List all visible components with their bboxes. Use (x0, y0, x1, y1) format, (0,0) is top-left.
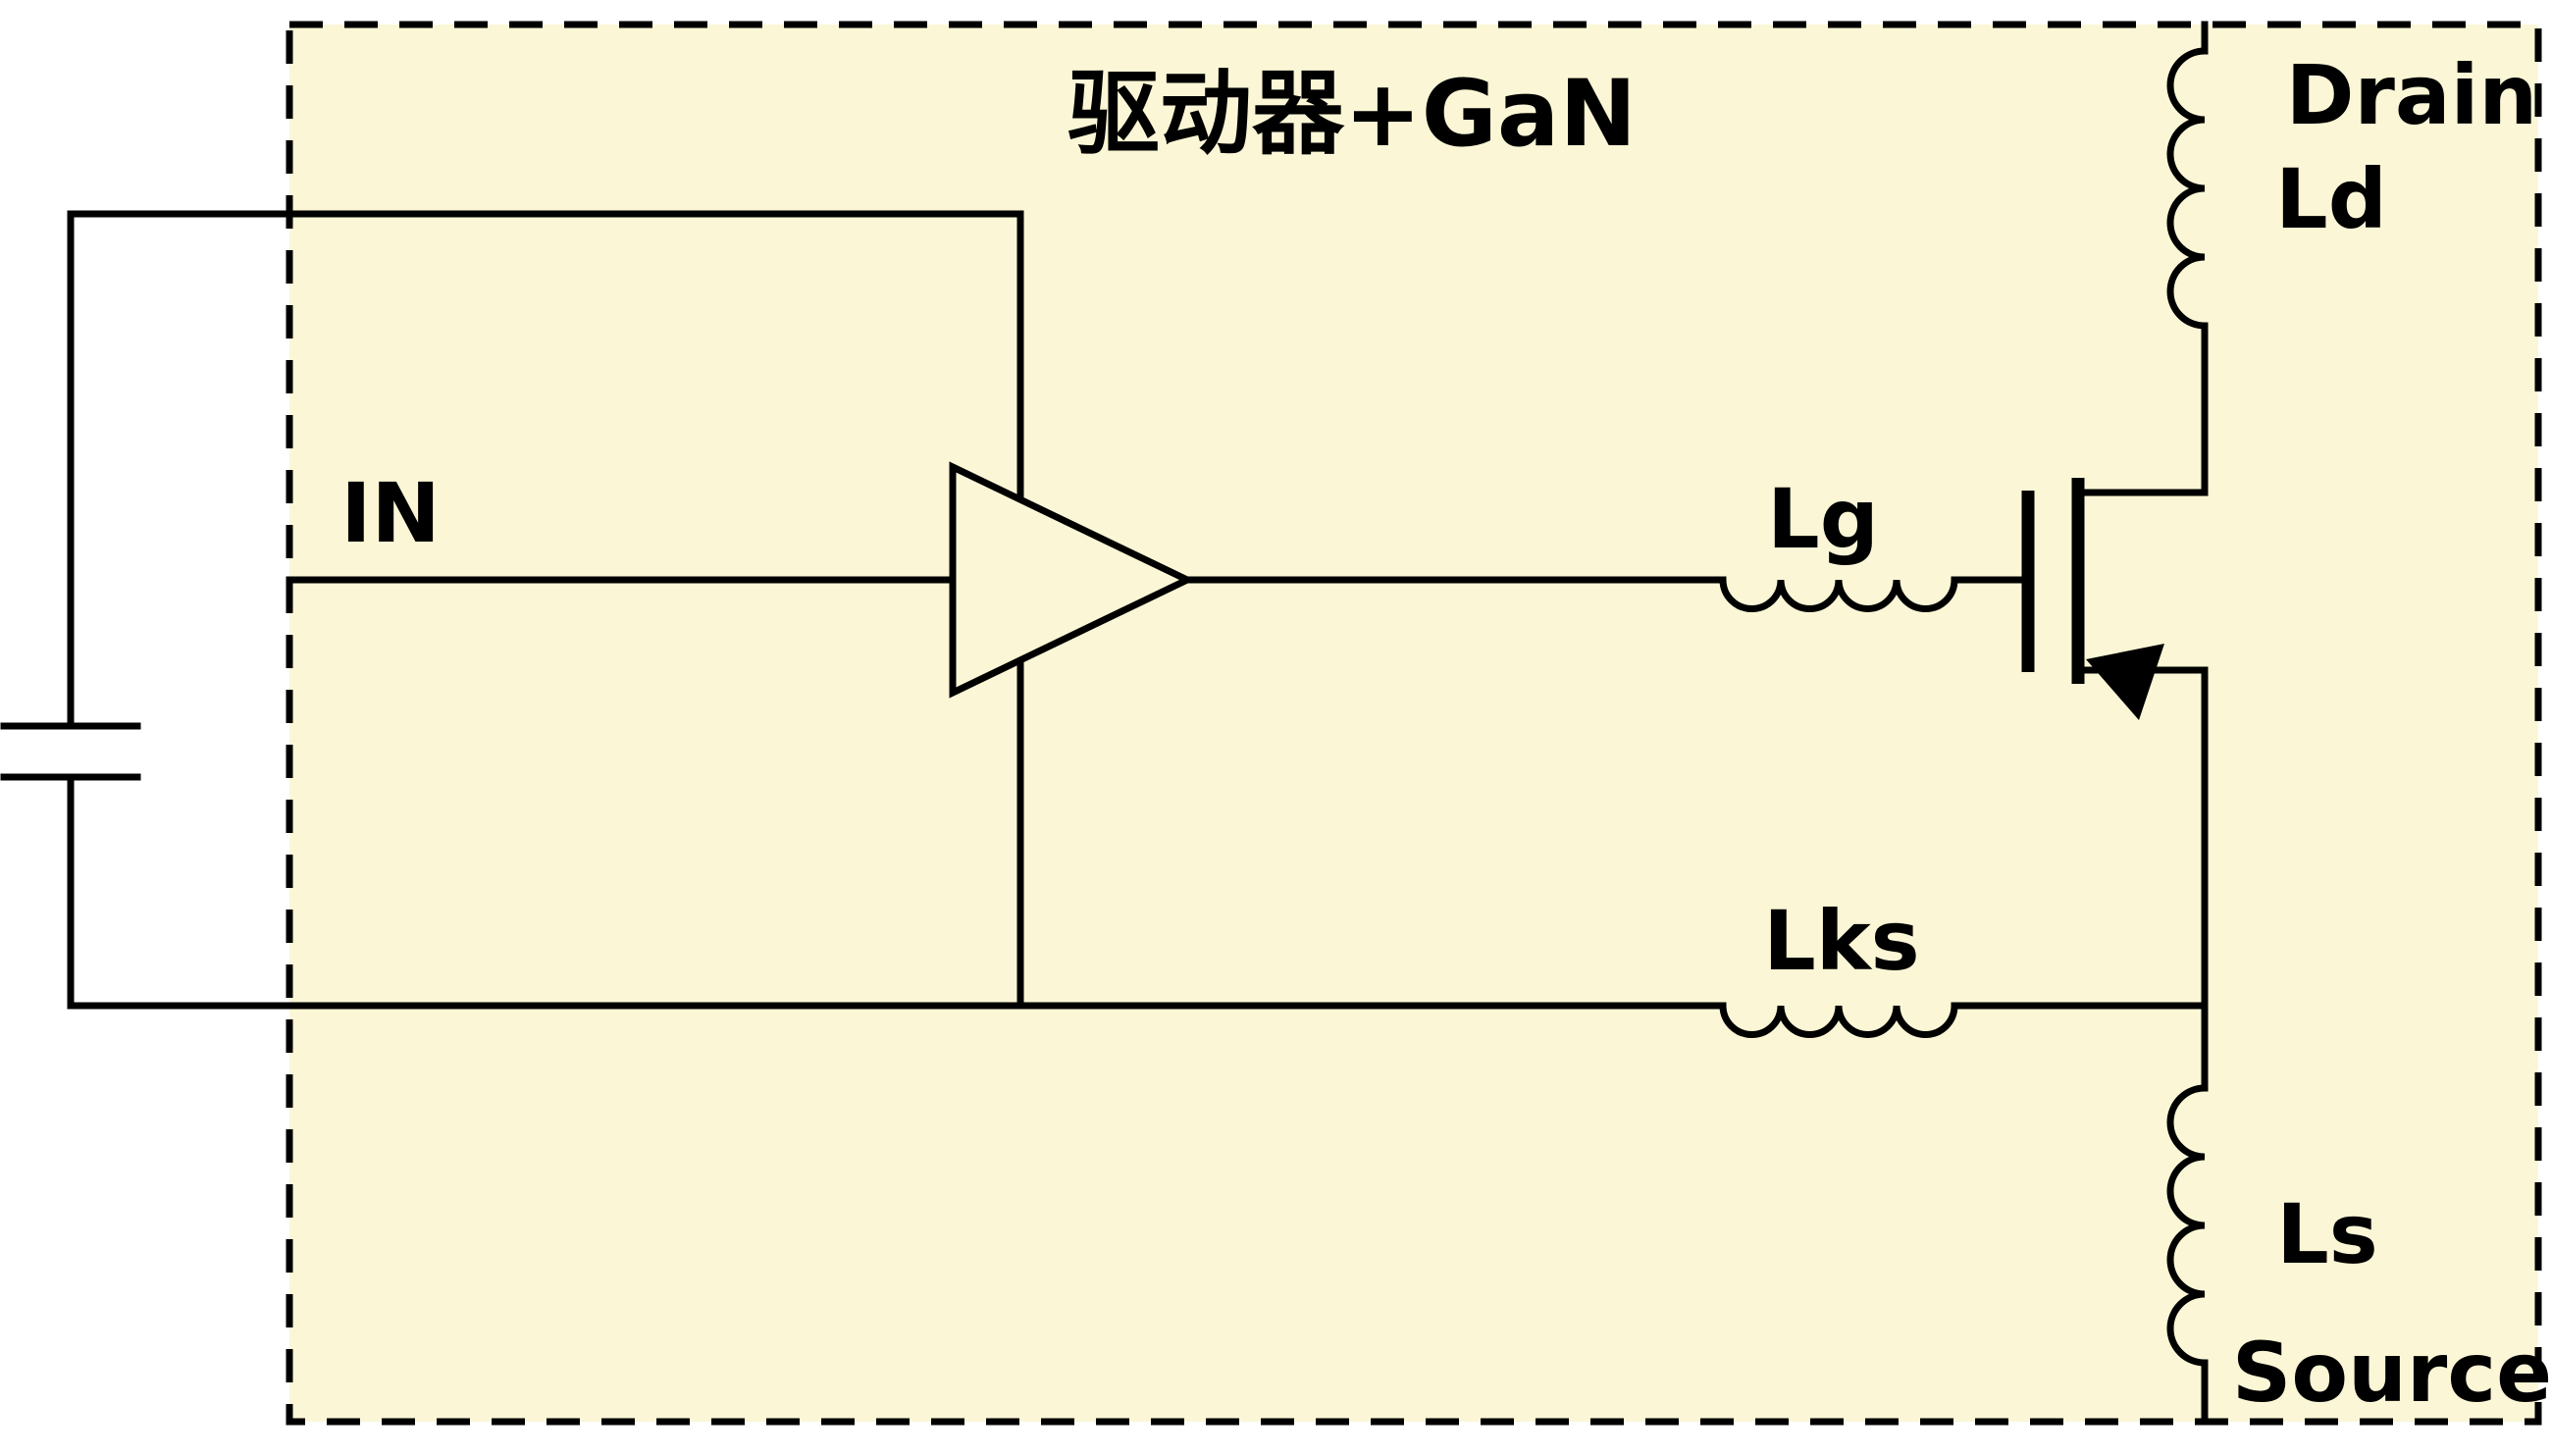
bottom-rail-wire-left (67, 773, 1727, 1010)
gate-inductor-coil (1719, 576, 1958, 612)
kelvin-source-inductor-coil (1719, 1002, 1958, 1038)
diagram-title: 驱动器+GaN (1067, 61, 1637, 168)
drain-inductor-coil (2166, 47, 2209, 330)
source-arrow-icon (2086, 644, 2164, 720)
source-inductor-coil (2166, 1084, 2209, 1367)
driver-buffer-triangle (949, 461, 1196, 699)
drain-inductor-label: Ld (2275, 151, 2387, 247)
driver-gan-dashed-box (286, 21, 2542, 1426)
kelvin-source-inductor-label: Lks (1763, 893, 1919, 989)
input-label: IN (340, 465, 441, 561)
gan-transistor (2021, 322, 2209, 1092)
gate-inductor-label: Lg (1767, 471, 1879, 567)
source-inductor-label: Ls (2276, 1186, 2378, 1282)
drain-lead (2074, 322, 2209, 496)
source-terminal-label: Source (2232, 1325, 2551, 1421)
drain-terminal-label: Drain (2286, 47, 2537, 143)
